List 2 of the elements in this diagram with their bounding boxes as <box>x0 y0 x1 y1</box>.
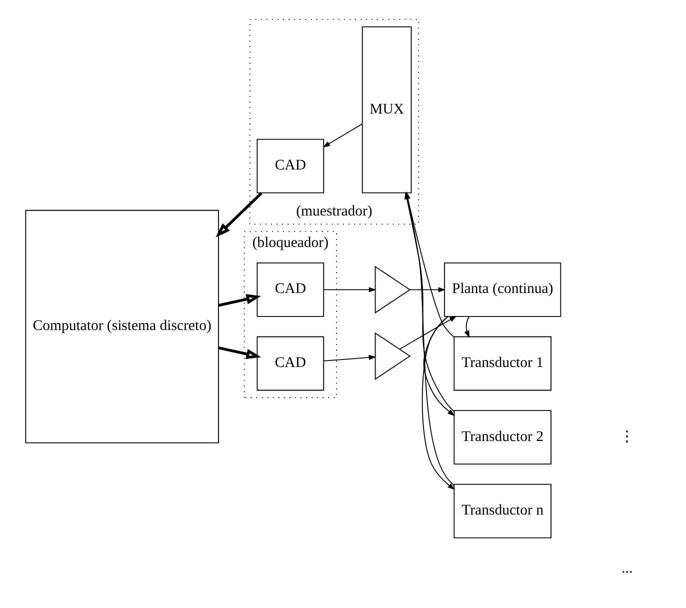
label: ⋮ <box>620 428 635 445</box>
label: ... <box>622 560 633 577</box>
